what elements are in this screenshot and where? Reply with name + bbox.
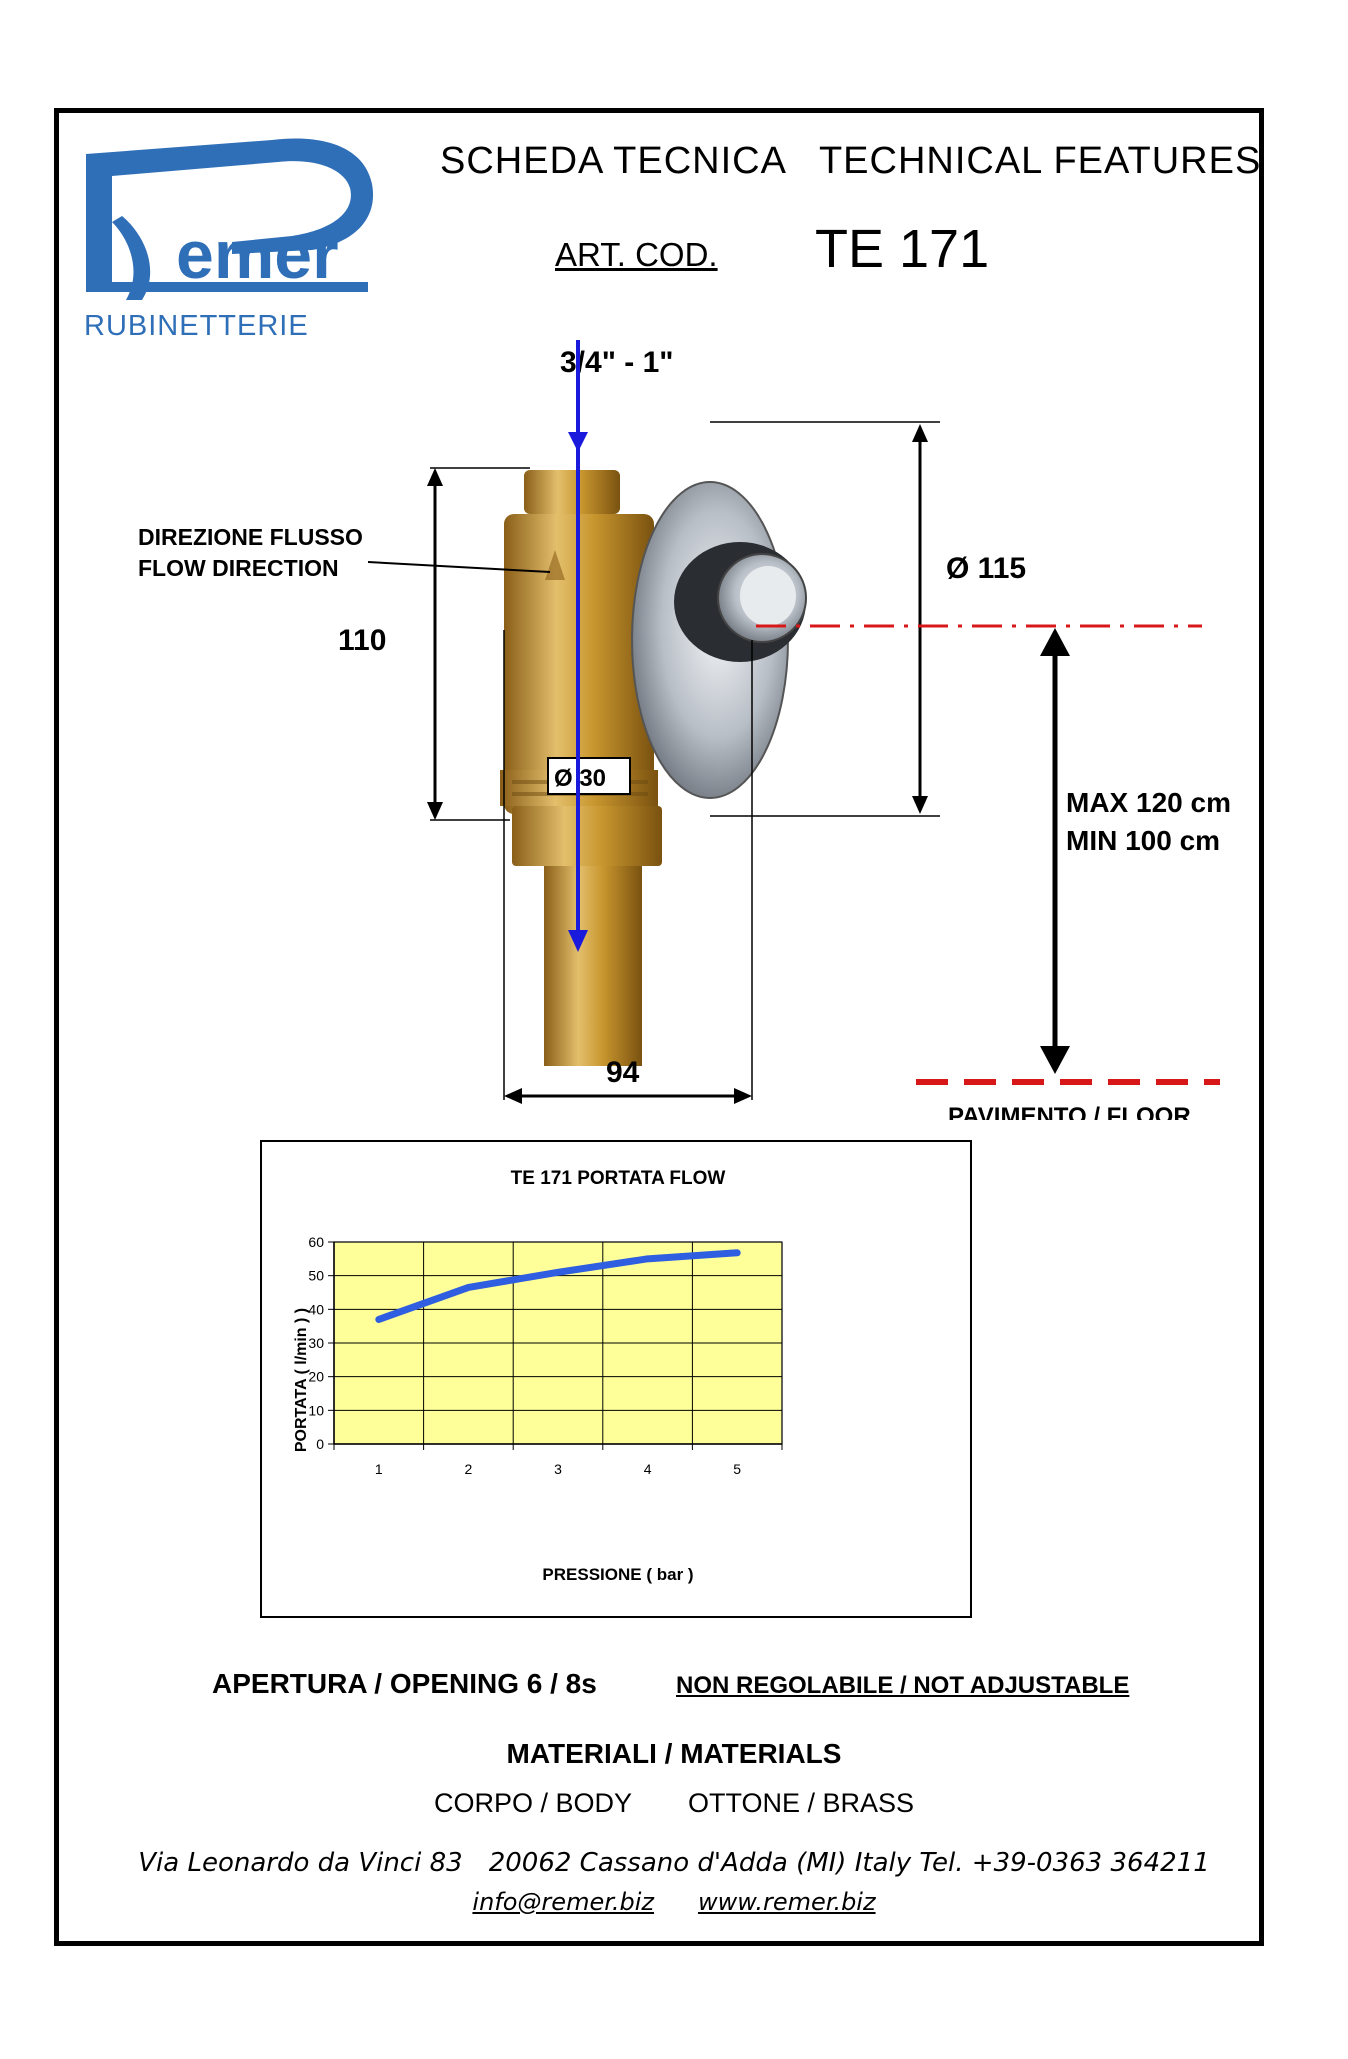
chart-plot-area: 0 10 20 30 40 50 60 1 2 3 4 5: [308, 1234, 783, 1477]
chart-data-point: [735, 1250, 740, 1255]
chart-y-tick-label: 0: [316, 1436, 324, 1452]
flow-direction-label-en: FLOW DIRECTION: [138, 555, 339, 581]
email-link[interactable]: info@remer.biz: [472, 1888, 655, 1916]
depth-dimension-label: 94: [606, 1056, 640, 1089]
outlet-diameter-label: Ø 30: [554, 765, 606, 792]
chart-data-point: [376, 1317, 381, 1322]
logo-wordmark: emer: [176, 217, 339, 293]
plate-diameter-label: Ø 115: [946, 552, 1026, 585]
adjustability-note: NON REGOLABILE / NOT ADJUSTABLE: [676, 1672, 1130, 1699]
city-phone: 20062 Cassano d'Adda (MI) Italy Tel. +39…: [488, 1848, 1210, 1878]
chart-data-point: [466, 1285, 471, 1290]
art-code-label: ART. COD.: [555, 236, 718, 273]
street-address: Via Leonardo da Vinci 83: [138, 1848, 463, 1878]
chart-y-tick-label: 40: [308, 1301, 324, 1317]
technical-drawing: 3/4" - 1" Ø 30: [100, 340, 1250, 1130]
materials-row: CORPO / BODY OTTONE / BRASS: [0, 1788, 1348, 1819]
chart-y-axis-label: PORTATA ( l/min ) ): [293, 1308, 310, 1452]
outlet-flow-arrow: [568, 340, 588, 952]
art-code-value: TE 171: [815, 219, 990, 279]
company-address: Via Leonardo da Vinci 83 20062 Cassano d'…: [0, 1848, 1348, 1878]
chrome-cover-plate: [631, 481, 807, 799]
page-frame: [54, 108, 1264, 1946]
chart-x-tick-label: 4: [644, 1461, 652, 1477]
height-dimension: [427, 467, 530, 821]
chart-y-tick-label: 20: [308, 1369, 324, 1385]
remer-logo: emer RUBINETTERIE: [82, 132, 382, 342]
logo-subtitle: RUBINETTERIE: [84, 310, 309, 342]
plate-diameter-dimension: [710, 421, 940, 817]
chart-data-point: [645, 1256, 650, 1261]
header-title: SCHEDA TECNICA TECHNICAL FEATURES: [440, 140, 1261, 183]
chart-y-tick-label: 30: [308, 1335, 324, 1351]
materials-heading: MATERIALI / MATERIALS: [506, 1738, 842, 1769]
floor-label: PAVIMENTO / FLOOR: [948, 1103, 1191, 1120]
depth-dimension: [503, 630, 753, 1104]
chart-y-tick-label: 60: [308, 1234, 324, 1250]
chart-x-tick-label: 3: [554, 1461, 562, 1477]
title-italian: SCHEDA TECNICA: [440, 140, 787, 182]
chart-y-tick-label: 10: [308, 1402, 324, 1418]
chart-x-tick-label: 1: [375, 1461, 383, 1477]
height-dimension-label: 110: [338, 624, 386, 657]
chart-x-tick-label: 2: [465, 1461, 473, 1477]
max-height-label: MAX 120 cm: [1066, 787, 1231, 818]
flow-direction-label-it: DIREZIONE FLUSSO: [138, 524, 363, 550]
website-link[interactable]: www.remer.biz: [698, 1888, 876, 1916]
chart-x-axis-label: PRESSIONE ( bar ): [542, 1565, 693, 1584]
title-english: TECHNICAL FEATURES: [818, 140, 1262, 182]
flow-chart: TE 171 PORTATA FLOW PRESSIONE ( bar ) PO…: [260, 1140, 972, 1618]
body-material: OTTONE / BRASS: [687, 1788, 915, 1818]
min-height-label: MIN 100 cm: [1066, 825, 1220, 856]
chart-data-point: [556, 1270, 560, 1275]
chart-title: TE 171 PORTATA FLOW: [511, 1168, 726, 1189]
company-contacts: info@remer.biz www.remer.biz: [0, 1888, 1348, 1916]
installation-height-arrow: [1040, 628, 1070, 1074]
opening-time: APERTURA / OPENING 6 / 8s: [212, 1668, 597, 1699]
chart-y-tick-label: 50: [308, 1268, 324, 1284]
chart-x-tick-label: 5: [733, 1461, 741, 1477]
body-label: CORPO / BODY: [433, 1788, 632, 1818]
